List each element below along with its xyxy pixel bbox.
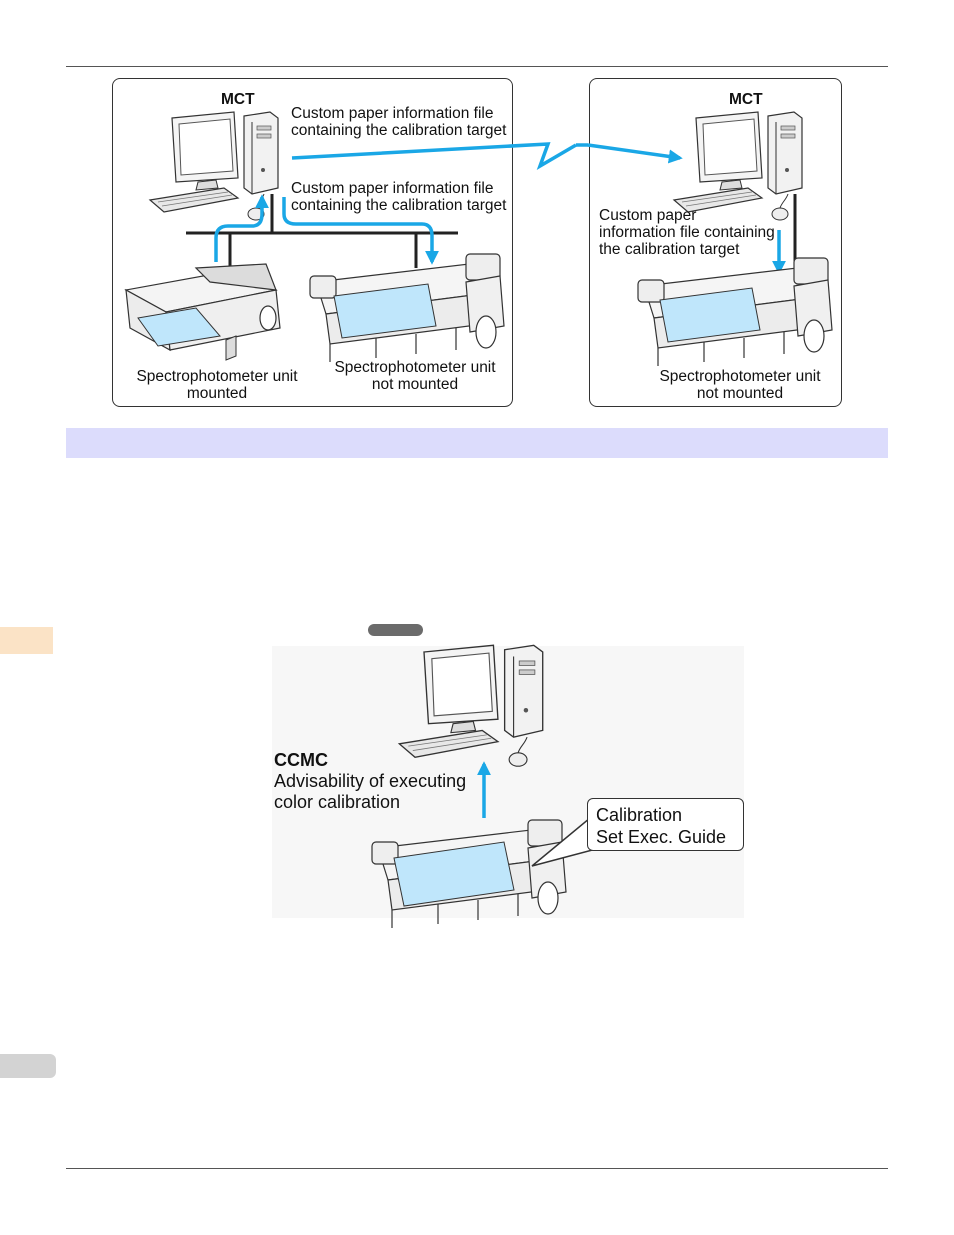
page-tab[interactable]: [0, 1054, 56, 1078]
right-printer-label-line2: not mounted: [696, 385, 784, 402]
ccmc-description-line2: color calibration: [274, 792, 401, 812]
left-file-label-top-line2: containing the calibration target: [291, 122, 507, 139]
left-file-label-top-line1: Custom paper information file: [291, 105, 494, 122]
chapter-tab[interactable]: [0, 627, 53, 654]
callout-line1: Calibration: [596, 805, 683, 825]
top-rule: [66, 66, 888, 67]
left-file-label-bottom-line1: Custom paper information file: [291, 180, 494, 197]
left-computer-label: MCT: [221, 91, 255, 108]
right-file-label-line3: the calibration target: [599, 241, 740, 258]
right-printer-label-line1: Spectrophotometer unit: [659, 368, 821, 385]
bottom-rule: [66, 1168, 888, 1169]
tag-pill: [368, 624, 423, 636]
printer-not-mounted-label-line2: not mounted: [371, 376, 459, 393]
right-computer-label: MCT: [729, 91, 763, 108]
printer-mounted-label-line1: Spectrophotometer unit: [136, 368, 298, 385]
printer-mounted-label-line2: mounted: [186, 385, 248, 402]
ccmc-title: CCMC: [274, 750, 328, 770]
callout-line2: Set Exec. Guide: [596, 827, 727, 847]
section-heading-band: [66, 428, 888, 458]
right-file-label-line1: Custom paper: [599, 207, 697, 224]
ccmc-description-line1: Advisability of executing: [274, 771, 467, 791]
calibration-callout: Calibration Set Exec. Guide: [587, 798, 744, 851]
left-file-label-bottom-line2: containing the calibration target: [291, 197, 507, 214]
right-file-label-line2: information file containing: [599, 224, 775, 241]
printer-not-mounted-label-line1: Spectrophotometer unit: [334, 359, 496, 376]
